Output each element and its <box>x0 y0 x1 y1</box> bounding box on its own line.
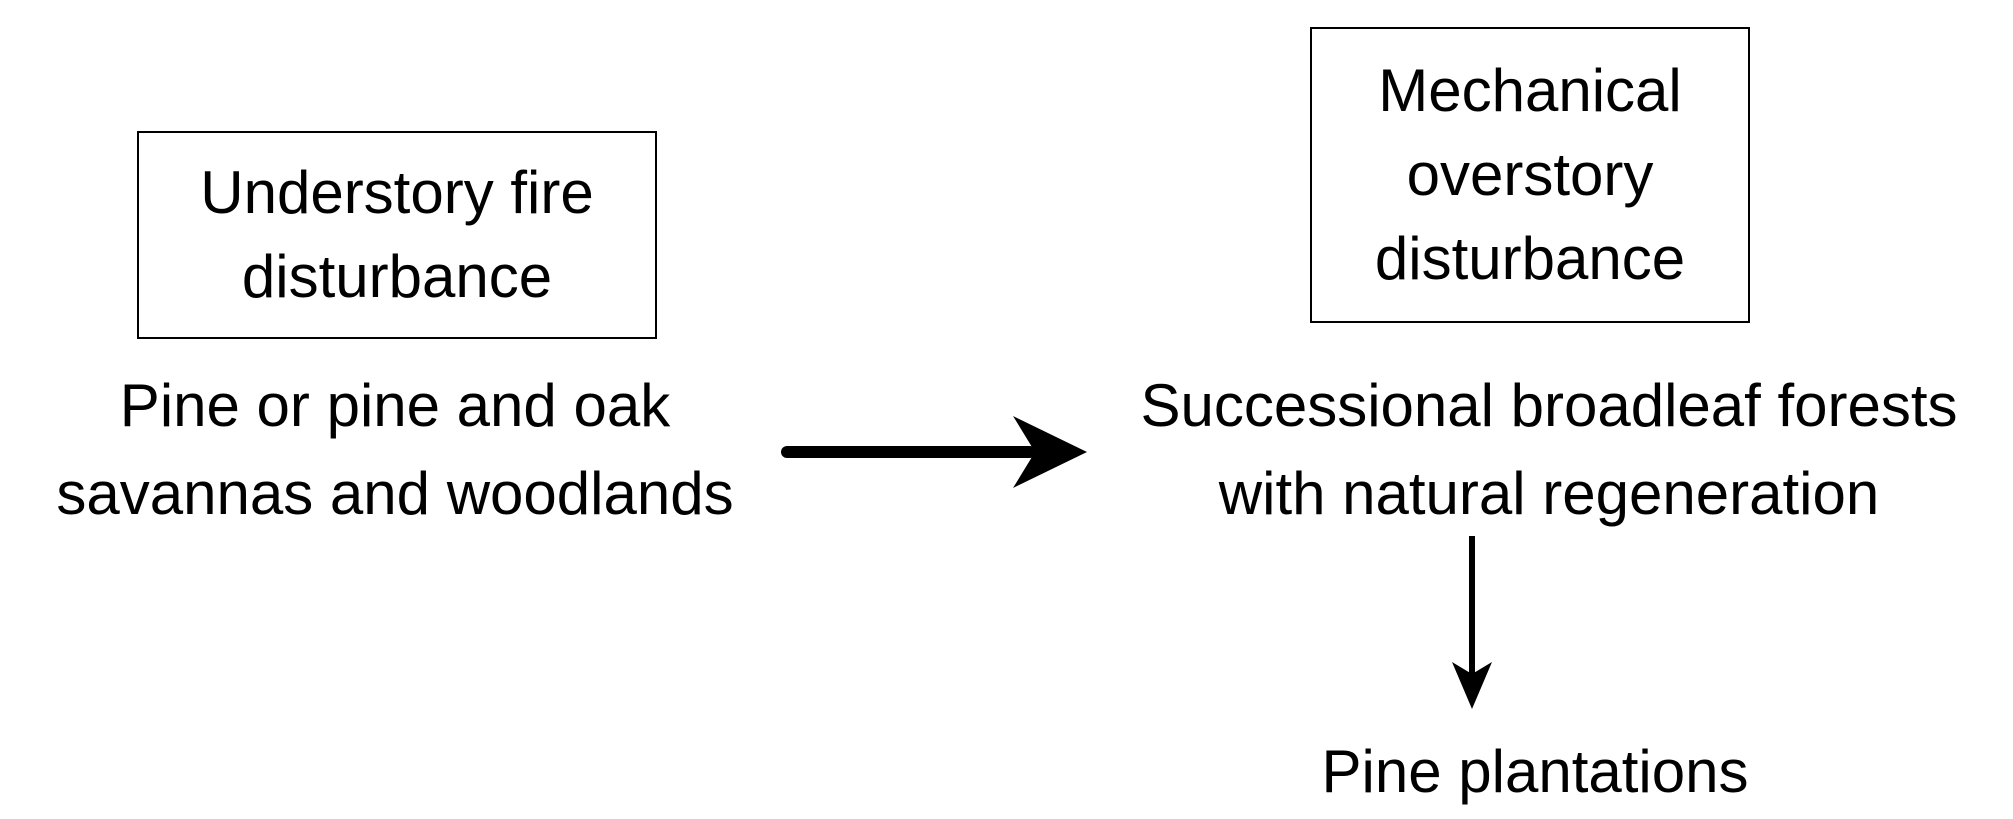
pine-oak-savannas-node: Pine or pine and oak savannas and woodla… <box>56 372 734 527</box>
understory-fire-disturbance-box: Understory fire disturbance <box>137 131 657 339</box>
pine-plantations-node: Pine plantations <box>1321 738 1749 805</box>
successional-broadleaf-forests-node: Successional broadleaf forests with natu… <box>1140 372 1958 527</box>
arrow-broadleaf-to-plantations <box>1452 536 1492 709</box>
understory-fire-disturbance-label: Understory fire disturbance <box>200 159 594 310</box>
mechanical-overstory-disturbance-box: Mechanical overstory disturbance <box>1310 27 1750 323</box>
arrow-pine-oak-to-broadleaf <box>781 416 1087 488</box>
mechanical-overstory-disturbance-label: Mechanical overstory disturbance <box>1374 57 1686 292</box>
